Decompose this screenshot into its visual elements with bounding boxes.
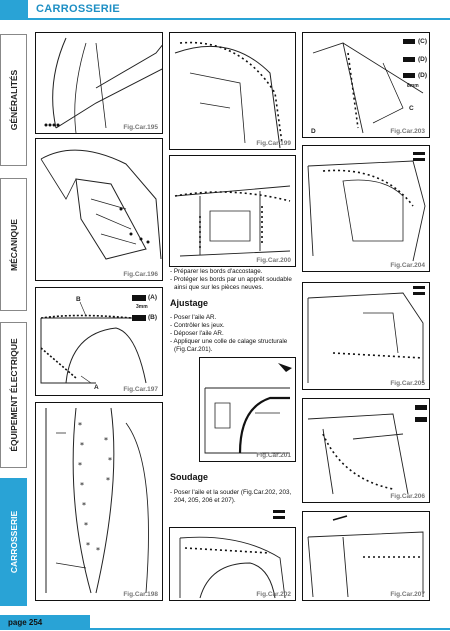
- callout-size: 8mm: [407, 83, 419, 89]
- text-soudage-1: - Poser l'aile et la souder (Fig.Car.202…: [170, 489, 292, 496]
- text-prep-2b: ainsi que sur les pièces neuves.: [174, 284, 264, 291]
- page-header: CARROSSERIE: [0, 0, 450, 20]
- illustration-rear-corner: [307, 515, 424, 598]
- illustration-lower-panel: [307, 405, 427, 495]
- svg-text:*: *: [108, 456, 112, 465]
- illustration-rear-door-frame: [44, 37, 162, 133]
- svg-text:*: *: [106, 476, 110, 485]
- illustration-wing-weld-seam: [179, 536, 286, 599]
- text-ajustage-4: - Appliquer une colle de calage structur…: [170, 338, 288, 345]
- figure-car-195: Fig.Car.195: [35, 32, 163, 134]
- heading-soudage: Soudage: [170, 472, 209, 482]
- svg-text:*: *: [80, 481, 84, 490]
- footer-accent: [0, 615, 90, 630]
- illustration-rear-quarter-structure: [174, 185, 291, 257]
- figure-caption: Fig.Car.203: [390, 128, 425, 135]
- figure-caption: Fig.Car.198: [123, 591, 158, 598]
- figure-car-204: Fig.Car.204: [302, 145, 430, 272]
- illustration-door-aperture-welds: * * * * * * * * * * *: [45, 407, 149, 594]
- text-prep-2: - Protéger les bords par un apprêt souda…: [170, 276, 292, 283]
- tab-generalites[interactable]: GÉNÉRALITÉS: [0, 34, 27, 166]
- figure-caption: Fig.Car.206: [390, 493, 425, 500]
- figure-car-203: (C) (D) (D) 8mm C D Fig.Car.203: [302, 32, 430, 138]
- tab-mecanique[interactable]: MÉCANIQUE: [0, 178, 27, 311]
- tab-equipement-electrique[interactable]: ÉQUIPEMENT ÉLECTRIQUE: [0, 322, 27, 468]
- callout-tag-d-2: (D): [418, 72, 428, 79]
- svg-text:*: *: [80, 441, 84, 450]
- figure-car-196: Fig.Car.196: [35, 138, 163, 281]
- figure-car-207: Fig.Car.207: [302, 511, 430, 601]
- text-ajustage-4b: (Fig.Car.201).: [174, 346, 213, 353]
- callout-size: 3mm: [136, 304, 148, 310]
- footer-rule: [90, 628, 450, 630]
- text-ajustage-1: - Poser l'aile AR.: [170, 314, 217, 321]
- callout-tag-d: (D): [418, 56, 428, 63]
- figure-car-206: Fig.Car.206: [302, 398, 430, 503]
- illustration-wheel-arch-panel: [40, 149, 162, 260]
- tab-label: MÉCANIQUE: [8, 218, 19, 271]
- heading-ajustage: Ajustage: [170, 298, 209, 308]
- weld-gun-icon: [272, 508, 286, 522]
- header-accent: [0, 0, 28, 20]
- svg-text:*: *: [78, 421, 82, 430]
- text-ajustage-3: - Déposer l'aile AR.: [170, 330, 224, 337]
- tab-label: ÉQUIPEMENT ÉLECTRIQUE: [8, 338, 19, 452]
- illustration-pillar-weld-points: [312, 39, 424, 134]
- figure-car-202: Fig.Car.202: [169, 527, 296, 601]
- tab-carrosserie[interactable]: CARROSSERIE: [0, 478, 27, 606]
- svg-text:*: *: [96, 546, 100, 555]
- illustration-sill-area: [307, 286, 425, 383]
- page-footer: page 254: [0, 611, 450, 631]
- page-number: page 254: [8, 618, 43, 627]
- illustration-adhesive-application: [204, 363, 292, 454]
- figure-caption: Fig.Car.201: [256, 452, 291, 459]
- text-ajustage-2: - Contrôler les jeux.: [170, 322, 225, 329]
- page-title: CARROSSERIE: [36, 3, 120, 15]
- text-prep-1: - Préparer les bords d'accostage.: [170, 268, 263, 275]
- figure-caption: Fig.Car.204: [390, 262, 425, 269]
- callout-d: D: [311, 128, 316, 135]
- tab-label: CARROSSERIE: [8, 510, 19, 574]
- svg-text:*: *: [78, 461, 82, 470]
- svg-text:*: *: [82, 501, 86, 510]
- callout-tag-a: (A): [148, 294, 158, 301]
- callout-tag-b: (B): [148, 314, 158, 321]
- figure-caption: Fig.Car.202: [256, 591, 291, 598]
- figure-caption: Fig.Car.197: [123, 386, 158, 393]
- illustration-inner-wing-panel: [174, 41, 283, 149]
- figure-car-200: Fig.Car.200: [169, 155, 296, 267]
- figure-caption: Fig.Car.200: [256, 257, 291, 264]
- illustration-rear-wing-cut: [40, 295, 147, 384]
- text-soudage-1b: 204, 205, 206 et 207).: [174, 497, 236, 504]
- figure-caption: Fig.Car.196: [123, 271, 158, 278]
- callout-tag-c: (C): [418, 38, 428, 45]
- svg-text:*: *: [86, 541, 90, 550]
- svg-text:*: *: [84, 521, 88, 530]
- callout-b: B: [76, 296, 81, 303]
- figure-caption: Fig.Car.195: [123, 124, 158, 131]
- figure-caption: Fig.Car.207: [390, 591, 425, 598]
- figure-car-201: Fig.Car.201: [199, 357, 296, 462]
- figure-car-197: B A (A) (B) 3mm Fig.Car.197: [35, 287, 163, 396]
- figure-caption: Fig.Car.205: [390, 380, 425, 387]
- figure-car-205: Fig.Car.205: [302, 282, 430, 390]
- callout-a: A: [94, 384, 99, 391]
- tab-label: GÉNÉRALITÉS: [8, 69, 19, 131]
- figure-car-199: Fig.Car.199: [169, 32, 296, 150]
- callout-c: C: [409, 105, 414, 112]
- svg-text:*: *: [104, 436, 108, 445]
- figure-caption: Fig.Car.199: [256, 140, 291, 147]
- illustration-wheelhouse-seam: [307, 152, 426, 262]
- figure-car-198: * * * * * * * * * * * Fig.Car.198: [35, 402, 163, 601]
- header-rule: [28, 18, 450, 20]
